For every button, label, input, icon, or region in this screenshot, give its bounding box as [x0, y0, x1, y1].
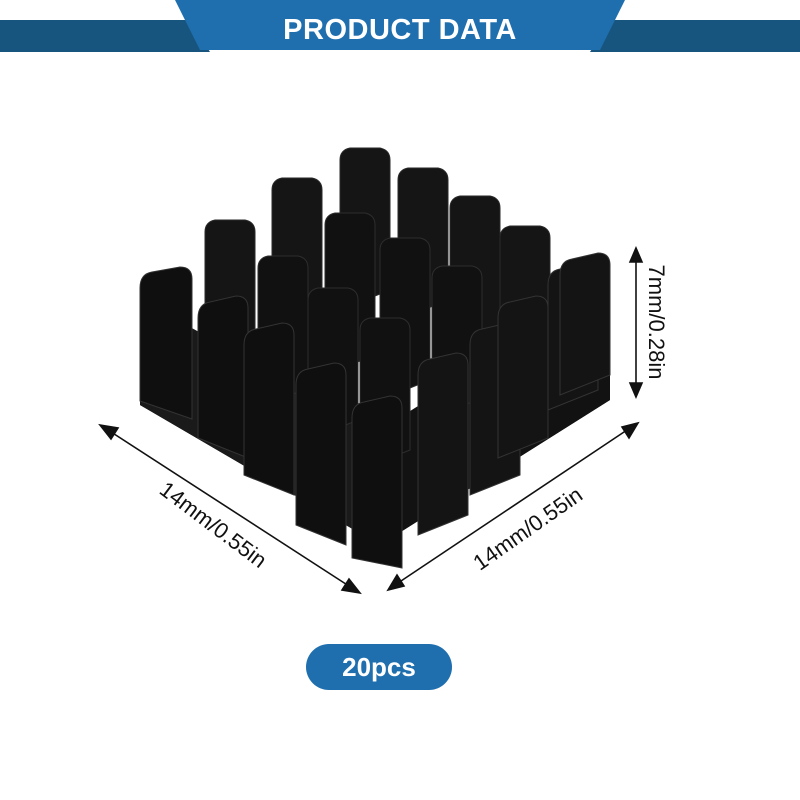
banner-title: PRODUCT DATA: [283, 14, 517, 46]
quantity-badge: 20pcs: [306, 644, 452, 690]
banner-center: [175, 0, 625, 50]
banner-right-wing: [590, 20, 800, 52]
banner-left-wing: [0, 20, 210, 52]
banner: [0, 0, 800, 52]
height-dimension-label: 7mm/0.28in: [644, 264, 669, 380]
